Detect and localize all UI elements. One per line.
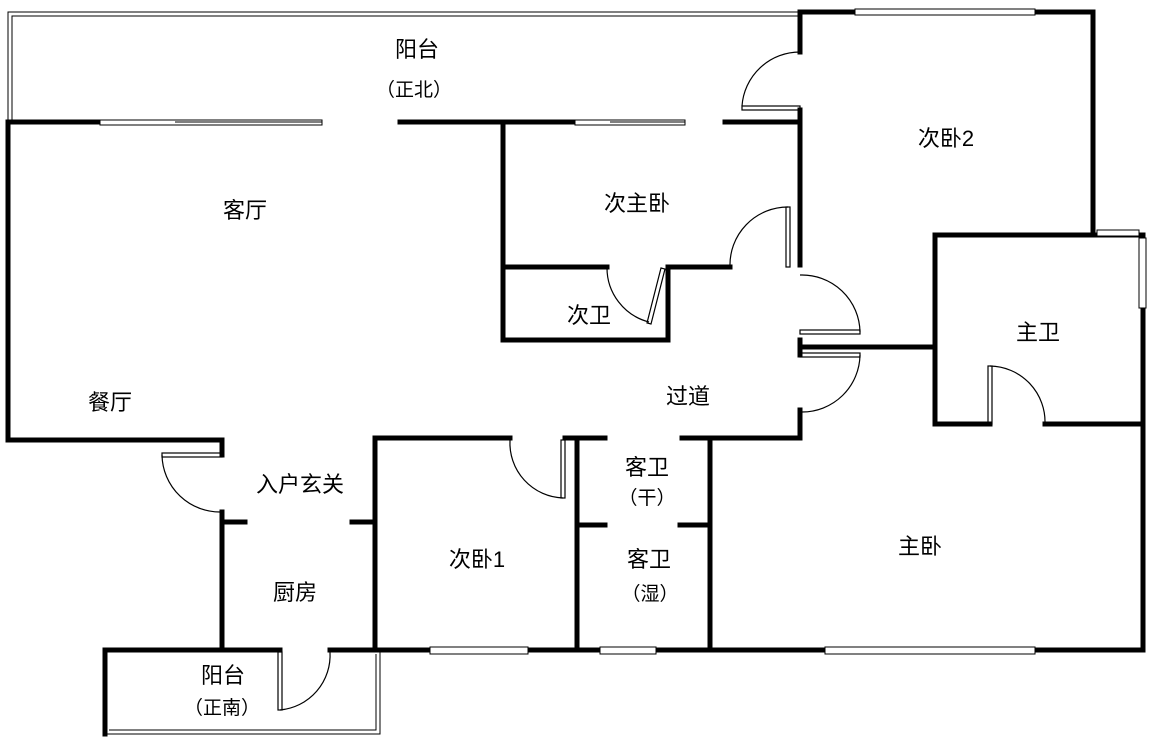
guest-bath-dry-label: 客卫	[625, 455, 669, 480]
door-bedroom2-corridor	[799, 274, 861, 335]
balcony-south-note: （正南）	[184, 697, 260, 719]
south-balcony-railing	[105, 650, 381, 735]
doors	[161, 51, 1046, 711]
guest-bath-wet-note: （湿）	[621, 583, 678, 605]
guest-bath-dry-note: （干）	[618, 487, 675, 509]
entrance-label: 入户玄关	[256, 472, 344, 497]
door-bedroom1	[509, 439, 566, 499]
master-bathroom-label: 主卫	[1016, 320, 1060, 345]
corridor-label: 过道	[666, 384, 710, 409]
door-master-bedroom	[799, 352, 861, 413]
door-second-bathroom	[606, 266, 666, 325]
door-second-master	[729, 206, 791, 268]
kitchen-label: 厨房	[273, 580, 317, 605]
room-labels: 阳台 （正北） 客厅 次主卧 次卧2 次卫 主卫 餐厅 过道 入户玄关 客卫 （…	[88, 37, 1060, 719]
door-master-bathroom	[987, 365, 1046, 425]
door-entry	[161, 452, 223, 513]
balcony-north-label: 阳台	[395, 37, 439, 62]
door-balcony-south	[277, 651, 331, 711]
dining-room-label: 餐厅	[88, 390, 132, 415]
second-master-bedroom-label: 次主卧	[604, 191, 670, 216]
walls	[5, 9, 1146, 737]
living-room-label: 客厅	[223, 198, 267, 223]
second-bathroom-label: 次卫	[567, 303, 611, 328]
guest-bath-wet-label: 客卫	[627, 547, 671, 572]
balcony-south-label: 阳台	[201, 663, 245, 688]
bedroom2-label: 次卧2	[918, 126, 974, 151]
balcony-north-note: （正北）	[376, 79, 452, 101]
north-balcony-railing	[7, 11, 800, 122]
windows	[99, 8, 1147, 655]
door-bedroom2	[741, 51, 801, 111]
bedroom1-label: 次卧1	[449, 547, 505, 572]
master-bedroom-label: 主卧	[898, 534, 942, 559]
